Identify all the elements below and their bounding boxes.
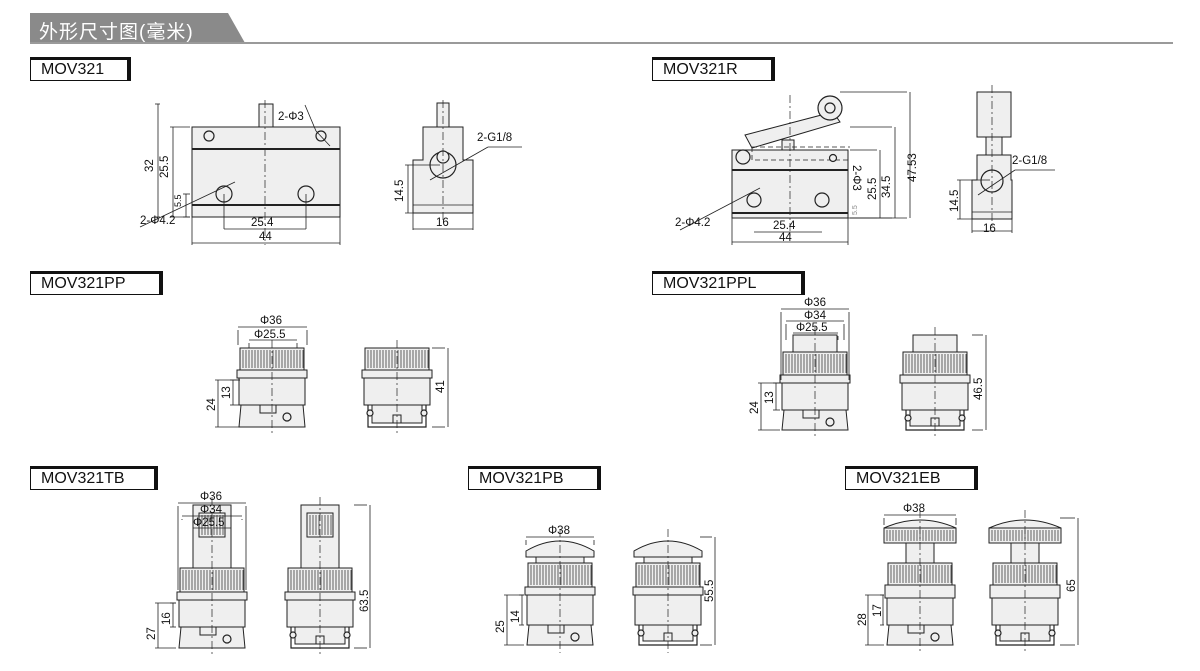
- dim-label: 2-G1/8: [1012, 155, 1047, 167]
- roller-side: [976, 91, 1012, 138]
- screw: [282, 412, 292, 422]
- emergency-cap-dome: [883, 519, 957, 529]
- header-rule: [30, 42, 1173, 44]
- plunger: [781, 139, 795, 151]
- screw: [570, 632, 580, 642]
- base-slot: [802, 409, 820, 419]
- dim-label: 2-G1/8: [477, 132, 512, 144]
- screw: [994, 629, 1002, 637]
- roller-lever: [744, 111, 841, 149]
- dim-label: Φ38: [903, 503, 925, 515]
- screw: [904, 414, 912, 422]
- dim-label: Φ36: [804, 297, 826, 309]
- dim-label: 5.5: [173, 194, 183, 207]
- model-label-mov321pb: MOV321PB: [468, 466, 601, 490]
- dim-label: 34.5: [881, 176, 893, 198]
- screw: [289, 631, 297, 639]
- dim-label: 2-Φ4.2: [140, 215, 175, 227]
- plunger: [258, 103, 274, 128]
- dim-label: 14.5: [949, 190, 961, 212]
- dim-label: Φ25.5: [796, 322, 828, 334]
- dim-label: 47.53: [907, 153, 919, 182]
- dim-label: 27: [146, 627, 158, 640]
- dim-label: 65: [1066, 579, 1078, 592]
- section-title: 外形尺寸图(毫米): [39, 22, 194, 43]
- dim-label: 28: [857, 613, 869, 626]
- dim-label: Φ34: [200, 504, 223, 516]
- dim-label: 41: [435, 380, 447, 393]
- dim-label: 46.5: [973, 378, 985, 400]
- roller-axle: [824, 102, 836, 114]
- dim-label: 13: [221, 386, 233, 399]
- screw: [825, 417, 835, 427]
- dim-label: 55.5: [704, 580, 716, 602]
- leader-line: [679, 187, 761, 231]
- leader-line: [315, 130, 331, 147]
- hole: [746, 192, 762, 208]
- dim-label: 5.5: [852, 205, 859, 215]
- dim-label: 2-Φ3: [850, 165, 862, 191]
- screw: [930, 632, 940, 642]
- leader-line: [304, 104, 317, 132]
- dim-label: Φ25.5: [193, 517, 225, 529]
- screw: [343, 631, 351, 639]
- dim-label: 16: [161, 612, 173, 625]
- dim-label: 13: [764, 391, 776, 404]
- dim-label: 14: [510, 610, 522, 623]
- dim-label: 2-Φ3: [278, 111, 304, 123]
- dim-label: Φ36: [260, 315, 282, 327]
- screw: [366, 409, 374, 417]
- dim-label: 32: [144, 159, 156, 172]
- dim-label: 25.5: [159, 156, 171, 178]
- dim-label: 25.4: [773, 220, 796, 232]
- lever-pivot: [735, 149, 751, 165]
- model-label-mov321: MOV321: [30, 57, 131, 81]
- dim-label: 14.5: [394, 180, 406, 202]
- lever-alt-position: [751, 146, 850, 161]
- dim-label: 16: [436, 217, 449, 229]
- model-label-mov321r: MOV321R: [652, 57, 775, 81]
- model-label-mov321tb: MOV321TB: [30, 466, 158, 490]
- screw: [637, 629, 645, 637]
- base-slot: [547, 624, 565, 634]
- dim-label: Φ25.5: [254, 329, 286, 341]
- model-label-mov321pp: MOV321PP: [30, 271, 163, 295]
- dim-label: 25.4: [251, 217, 274, 229]
- screw: [1048, 629, 1056, 637]
- base-slot: [199, 626, 217, 636]
- dim-label: 24: [206, 398, 218, 411]
- dim-label: Φ34: [804, 310, 827, 322]
- emergency-cap-dome: [988, 519, 1062, 529]
- dim-label: 25.5: [867, 178, 879, 200]
- valve-body: [191, 126, 341, 218]
- screw: [958, 414, 966, 422]
- model-label-mov321eb: MOV321EB: [845, 466, 978, 490]
- base-slot: [259, 404, 277, 414]
- hole: [814, 192, 830, 208]
- plunger: [985, 136, 1003, 156]
- dim-label: 63.5: [359, 590, 371, 612]
- leader-line: [429, 146, 489, 181]
- dim-label: 44: [779, 232, 792, 244]
- base-slot: [907, 624, 925, 634]
- screw: [420, 409, 428, 417]
- dim-label: 24: [749, 401, 761, 414]
- screw: [691, 629, 699, 637]
- model-label-mov321ppl: MOV321PPL: [652, 271, 805, 295]
- leader-line: [139, 181, 236, 228]
- dim-label: 17: [872, 604, 884, 617]
- section-header: 外形尺寸图(毫米): [30, 13, 245, 43]
- dim-label: Φ38: [548, 525, 570, 537]
- screw: [222, 634, 232, 644]
- leader-line: [977, 169, 1016, 196]
- dim-label: 25: [495, 620, 507, 633]
- dim-label: Φ36: [200, 491, 222, 503]
- hole: [828, 153, 838, 163]
- hole: [203, 130, 215, 142]
- dim-label: 44: [259, 231, 272, 243]
- dim-label: 2-Φ4.2: [675, 217, 710, 229]
- dim-label: 16: [983, 223, 996, 235]
